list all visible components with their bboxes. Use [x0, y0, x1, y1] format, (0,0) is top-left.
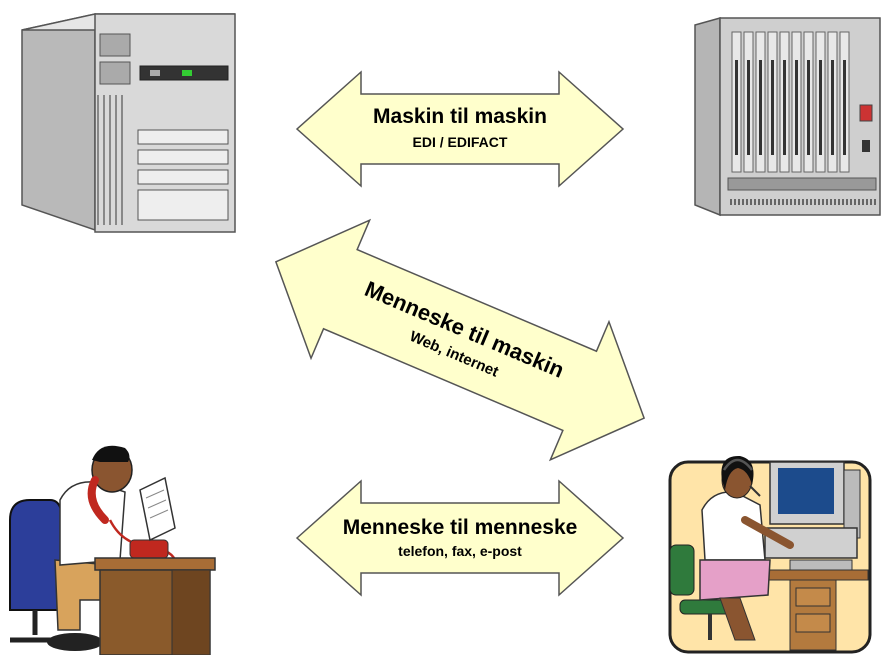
double-arrow-shape: [295, 70, 625, 188]
double-arrow-shape: [295, 479, 625, 597]
arrow-subtitle: EDI / EDIFACT: [413, 134, 508, 150]
tower-server-icon: [21, 13, 236, 233]
rack-slot-bar: [843, 60, 846, 155]
arrow-human-to-human: Menneske til menneske telefon, fax, e-pos…: [295, 479, 625, 597]
rack-server-icon: [694, 17, 881, 217]
man-on-phone-icon: [9, 445, 216, 655]
double-arrow-shape: [274, 218, 646, 462]
rack-slot-bar: [795, 60, 798, 155]
rack-slot-group: [731, 31, 850, 173]
rack-slot-bar: [783, 60, 786, 155]
arrow-title: Maskin til maskin: [373, 105, 547, 128]
rack-slot-bar: [771, 60, 774, 155]
rack-slot-bar: [831, 60, 834, 155]
arrow-subtitle: telefon, fax, e-post: [398, 543, 522, 559]
rack-slot-bar: [807, 60, 810, 155]
woman-at-computer-icon: [668, 455, 872, 654]
arrow-title: Menneske til menneske: [343, 516, 578, 539]
rack-slot-bar: [759, 60, 762, 155]
rack-slot-bar: [819, 60, 822, 155]
rack-slot-bar: [735, 60, 738, 155]
rack-slot-bar: [747, 60, 750, 155]
